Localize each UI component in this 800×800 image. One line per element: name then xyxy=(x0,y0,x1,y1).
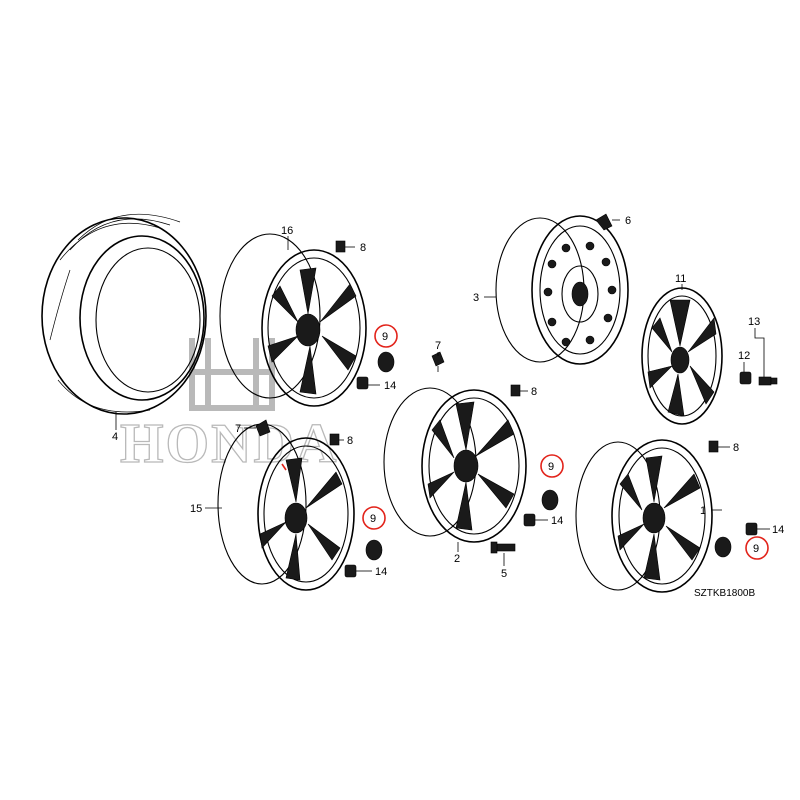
callout-7-center[interactable]: 7 xyxy=(435,340,441,352)
valve-6[interactable] xyxy=(595,213,613,231)
callout-1[interactable]: 1 xyxy=(700,505,706,517)
center-cap-9d[interactable] xyxy=(714,536,732,558)
callout-14-right[interactable]: 14 xyxy=(772,524,784,536)
highlight-circle-9b xyxy=(540,454,564,478)
honda-wordmark: HONDA xyxy=(120,413,338,475)
highlight-circle-9d xyxy=(745,536,769,560)
valve-7a[interactable] xyxy=(431,351,445,372)
callout-14-left-top[interactable]: 14 xyxy=(384,380,396,392)
callout-8-left[interactable]: 8 xyxy=(347,435,353,447)
callout-9-left-bottom[interactable]: 9 xyxy=(370,513,376,525)
highlight-circle-9a xyxy=(374,324,398,348)
callout-8-right[interactable]: 8 xyxy=(733,442,739,454)
tire-part-4[interactable] xyxy=(41,213,207,415)
callout-7-left[interactable]: 7 xyxy=(235,423,241,435)
callout-8-top[interactable]: 8 xyxy=(360,242,366,254)
callout-13[interactable]: 13 xyxy=(748,316,760,328)
highlight-circle-9c xyxy=(362,506,386,530)
wheel-nut-14d[interactable] xyxy=(745,522,758,536)
callout-16[interactable]: 16 xyxy=(281,225,293,237)
balance-weight-8a[interactable] xyxy=(335,240,346,253)
callout-3[interactable]: 3 xyxy=(473,292,479,304)
callout-9-left-top[interactable]: 9 xyxy=(382,331,388,343)
callout-14-center[interactable]: 14 xyxy=(551,515,563,527)
callout-4[interactable]: 4 xyxy=(112,431,118,443)
wheel-nut-14c[interactable] xyxy=(344,564,357,578)
alloy-wheel-part-16[interactable] xyxy=(219,233,367,407)
balance-weight-8b[interactable] xyxy=(510,384,521,397)
nut-12[interactable] xyxy=(739,371,752,385)
center-cap-9c[interactable] xyxy=(365,539,383,561)
wheel-nut-14a[interactable] xyxy=(356,376,369,390)
callout-15[interactable]: 15 xyxy=(190,503,202,515)
valve-7b[interactable] xyxy=(255,419,271,437)
balance-weight-8c[interactable] xyxy=(329,433,340,446)
center-cap-9a[interactable] xyxy=(377,351,395,373)
bolt-13[interactable] xyxy=(758,376,778,386)
callout-9-center[interactable]: 9 xyxy=(548,461,554,473)
alloy-wheel-part-15[interactable] xyxy=(217,423,355,591)
callout-6[interactable]: 6 xyxy=(625,215,631,227)
callout-5[interactable]: 5 xyxy=(501,568,507,580)
wheel-nut-14b[interactable] xyxy=(523,513,536,527)
callout-8-center[interactable]: 8 xyxy=(531,386,537,398)
callout-14-left-bottom[interactable]: 14 xyxy=(375,566,387,578)
callout-12[interactable]: 12 xyxy=(738,350,750,362)
leader-lines xyxy=(115,219,770,572)
balance-weight-8d[interactable] xyxy=(708,440,719,453)
wheel-bolt-5[interactable] xyxy=(490,541,516,554)
callout-2[interactable]: 2 xyxy=(454,553,460,565)
alloy-wheel-part-1[interactable] xyxy=(575,439,713,593)
honda-logo-watermark: HONDA xyxy=(119,338,338,476)
center-cap-9b[interactable] xyxy=(541,489,559,511)
callout-11[interactable]: 11 xyxy=(675,273,686,285)
steel-wheel-part-3[interactable] xyxy=(495,215,629,365)
callout-9-right[interactable]: 9 xyxy=(753,543,759,555)
wheel-cover-part-11[interactable] xyxy=(641,287,723,425)
diagram-code: SZTKB1800B xyxy=(694,588,755,599)
alloy-wheel-part-2[interactable] xyxy=(383,387,527,543)
